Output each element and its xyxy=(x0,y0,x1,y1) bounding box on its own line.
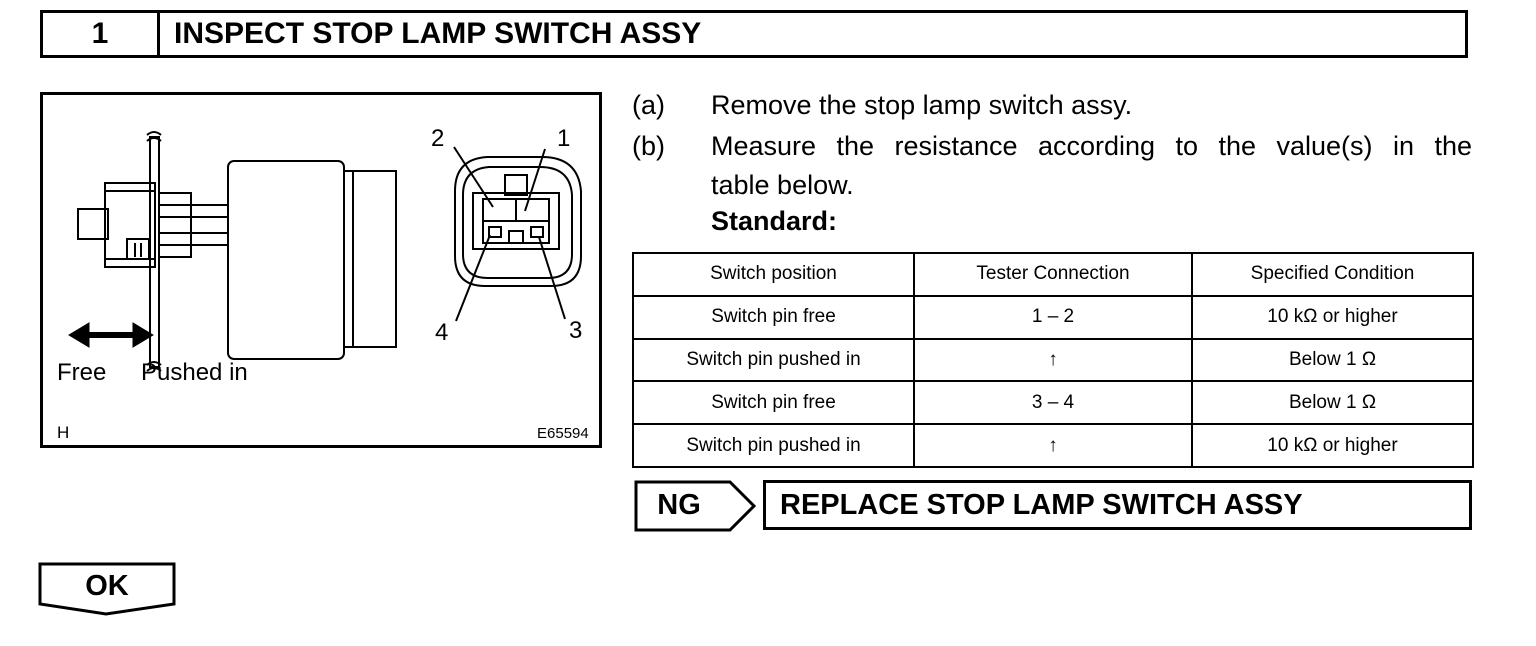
ng-action-text: REPLACE STOP LAMP SWITCH ASSY xyxy=(763,480,1472,530)
table-header-row: Switch position Tester Connection Specif… xyxy=(632,252,1474,297)
table-cell: ↑ xyxy=(913,337,1193,383)
step-b-text-line2: table below. xyxy=(711,170,854,200)
section-header: 1 INSPECT STOP LAMP SWITCH ASSY xyxy=(40,10,1468,58)
step-b-text-line1: Measure the resistance according to the … xyxy=(711,131,1472,161)
table-cell: Switch pin pushed in xyxy=(632,423,915,468)
table-cell: Switch pin free xyxy=(632,380,915,426)
table-row: Switch pin free 1 – 2 10 kΩ or higher xyxy=(632,294,1474,340)
switch-plunger-shape xyxy=(77,208,109,240)
switch-illustration: 2 1 4 3 Free Pushed in H E65594 xyxy=(40,92,602,448)
column-header: Tester Connection xyxy=(913,252,1193,297)
switch-connector-shape xyxy=(343,170,397,348)
switch-front-body-shape xyxy=(104,182,156,268)
pin-label-3: 3 xyxy=(569,317,583,344)
step-b-tag: (b) xyxy=(632,131,665,161)
pin-label-1: 1 xyxy=(557,125,571,152)
figure-code: E65594 xyxy=(537,425,589,442)
standard-label: Standard: xyxy=(711,206,838,236)
table-row: Switch pin free 3 – 4 Below 1 Ω xyxy=(632,380,1474,426)
table-cell: Below 1 Ω xyxy=(1191,380,1474,426)
pin-label-4: 4 xyxy=(435,319,449,346)
ok-arrow-icon xyxy=(38,562,176,616)
table-cell: Switch pin free xyxy=(632,294,915,340)
table-cell: 3 – 4 xyxy=(913,380,1193,426)
step-number: 1 xyxy=(43,13,160,55)
table-cell: Switch pin pushed in xyxy=(632,337,915,383)
resistance-spec-table: Switch position Tester Connection Specif… xyxy=(632,252,1474,468)
column-header: Switch position xyxy=(632,252,915,297)
table-cell: 1 – 2 xyxy=(913,294,1193,340)
table-cell: Below 1 Ω xyxy=(1191,337,1474,383)
pin-label-2: 2 xyxy=(431,125,445,152)
step-a-tag: (a) xyxy=(632,90,665,120)
ok-result-button[interactable]: OK xyxy=(85,569,129,602)
ng-result-button[interactable]: NG xyxy=(657,488,701,521)
table-cell: 10 kΩ or higher xyxy=(1191,423,1474,468)
table-cell: 10 kΩ or higher xyxy=(1191,294,1474,340)
connector-face-drawing xyxy=(453,146,582,322)
switch-main-body-shape xyxy=(227,160,345,360)
step-a-text: Remove the stop lamp switch assy. xyxy=(711,90,1133,120)
table-row: Switch pin pushed in ↑ 10 kΩ or higher xyxy=(632,423,1474,468)
stop-lamp-switch-drawing xyxy=(68,131,582,372)
table-cell: ↑ xyxy=(913,423,1193,468)
pushed-in-label: Pushed in xyxy=(141,359,248,386)
column-header: Specified Condition xyxy=(1191,252,1474,297)
ng-arrow-icon xyxy=(634,480,757,532)
figure-corner-label: H xyxy=(57,423,70,442)
page-title: INSPECT STOP LAMP SWITCH ASSY xyxy=(174,17,702,50)
travel-arrow-icon xyxy=(68,322,154,348)
table-row: Switch pin pushed in ↑ Below 1 Ω xyxy=(632,337,1474,383)
free-label: Free xyxy=(57,359,107,386)
